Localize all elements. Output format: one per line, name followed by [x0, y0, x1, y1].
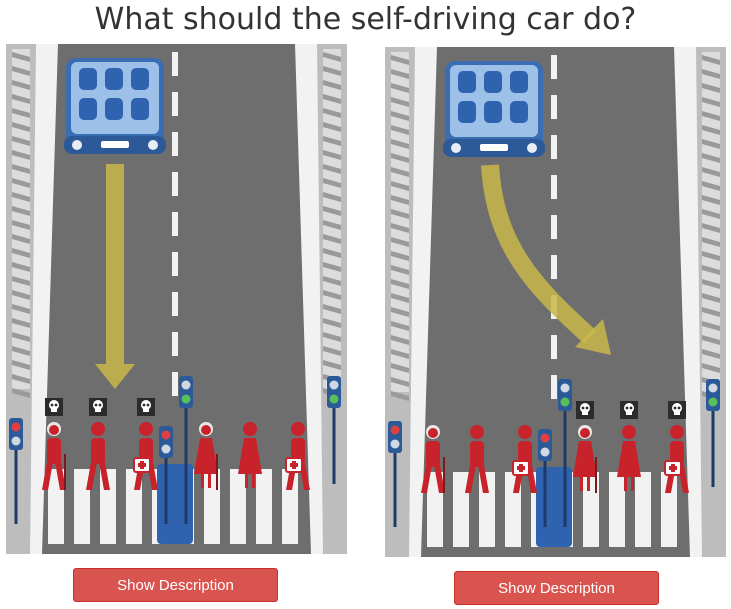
- car-seat: [484, 101, 502, 123]
- pedestrian-signal-right: [327, 376, 341, 484]
- lane-divider-dash: [551, 335, 557, 359]
- pedestrian-signal-median: [179, 376, 193, 524]
- lane-divider-dash: [172, 132, 178, 156]
- crosswalk-stripe: [74, 469, 90, 544]
- lane-divider-dash: [551, 375, 557, 399]
- skull-icon: [620, 401, 638, 419]
- crosswalk-stripe: [453, 472, 469, 547]
- page-title: What should the self-driving car do?: [94, 2, 637, 37]
- car-seat: [458, 101, 476, 123]
- pedestrian-elderly-man: [421, 425, 445, 493]
- pedestrian-signal-median-low: [159, 426, 173, 524]
- lane-divider-dash: [172, 292, 178, 316]
- pedestrian-woman: [238, 422, 262, 488]
- lane-divider-dash: [172, 332, 178, 356]
- skull-icon: [45, 398, 63, 416]
- pedestrian-signal-median-low: [538, 429, 552, 527]
- pedestrian-doctor: [133, 398, 158, 490]
- pedestrian-man: [465, 425, 489, 493]
- roadside-barrier: [323, 49, 341, 398]
- pedestrian-signal-left: [9, 418, 23, 524]
- lane-divider-dash: [551, 135, 557, 159]
- walking-cane: [443, 457, 445, 493]
- car-seat: [79, 68, 97, 90]
- lane-divider-dash: [551, 175, 557, 199]
- lane-divider-dash: [172, 372, 178, 396]
- pedestrian-man: [86, 398, 110, 490]
- lane-divider-dash: [172, 92, 178, 116]
- pedestrian-doctor: [664, 401, 689, 493]
- road-edge-left: [409, 47, 437, 557]
- show-description-left-button[interactable]: Show Description: [73, 568, 278, 602]
- show-description-right-button[interactable]: Show Description: [454, 571, 659, 605]
- lane-divider-dash: [551, 55, 557, 79]
- crosswalk-stripe: [282, 469, 298, 544]
- pedestrian-elderly-man: [42, 398, 66, 490]
- pedestrian-elderly-woman: [194, 422, 218, 490]
- crosswalk-stripe: [635, 472, 651, 547]
- car-seat: [131, 68, 149, 90]
- lane-divider-dash: [551, 255, 557, 279]
- swerve-arrow: [481, 164, 611, 355]
- lane-divider-dash: [172, 52, 178, 76]
- skull-icon: [668, 401, 686, 419]
- pedestrian-signal-left: [388, 421, 402, 527]
- crosswalk-stripe: [661, 472, 677, 547]
- walking-cane: [216, 454, 218, 490]
- car-seat: [510, 71, 528, 93]
- car-seat: [79, 98, 97, 120]
- scenario-right-illustration[interactable]: [385, 47, 726, 557]
- road-edge-right: [674, 47, 702, 557]
- car-seat: [484, 71, 502, 93]
- lane-divider-dash: [551, 95, 557, 119]
- crosswalk-stripe: [230, 469, 246, 544]
- walking-cane: [595, 457, 597, 493]
- scenario-left-svg: [6, 44, 347, 554]
- roadside-barrier: [391, 52, 409, 401]
- scenario-left-illustration[interactable]: [6, 44, 347, 554]
- road-edge-left: [30, 44, 58, 554]
- scenario-right-svg: [385, 47, 726, 557]
- median-island: [536, 467, 572, 547]
- car-seat: [131, 98, 149, 120]
- car-seat: [458, 71, 476, 93]
- roadside-barrier: [702, 52, 720, 401]
- road-edge-right: [295, 44, 323, 554]
- pedestrian-woman: [617, 401, 641, 491]
- car-seat: [510, 101, 528, 123]
- lane-divider-dash: [172, 252, 178, 276]
- pedestrian-doctor: [512, 425, 537, 493]
- pedestrian-signal-median: [558, 379, 572, 527]
- walking-cane: [64, 454, 66, 490]
- crosswalk-stripe: [256, 469, 272, 544]
- roadside-barrier: [12, 49, 30, 398]
- pedestrian-signal-right: [706, 379, 720, 487]
- autonomous-car: [443, 61, 545, 157]
- lane-divider-dash: [172, 212, 178, 236]
- pedestrian-elderly-woman: [573, 401, 597, 493]
- crosswalk-stripe: [609, 472, 625, 547]
- skull-icon: [576, 401, 594, 419]
- autonomous-car: [64, 58, 166, 154]
- car-seat: [105, 98, 123, 120]
- lane-divider-dash: [551, 215, 557, 239]
- car-seat: [105, 68, 123, 90]
- pedestrian-doctor: [285, 422, 310, 490]
- straight-arrow: [95, 164, 135, 389]
- skull-icon: [89, 398, 107, 416]
- median-island: [157, 464, 193, 544]
- skull-icon: [137, 398, 155, 416]
- lane-divider-dash: [172, 172, 178, 196]
